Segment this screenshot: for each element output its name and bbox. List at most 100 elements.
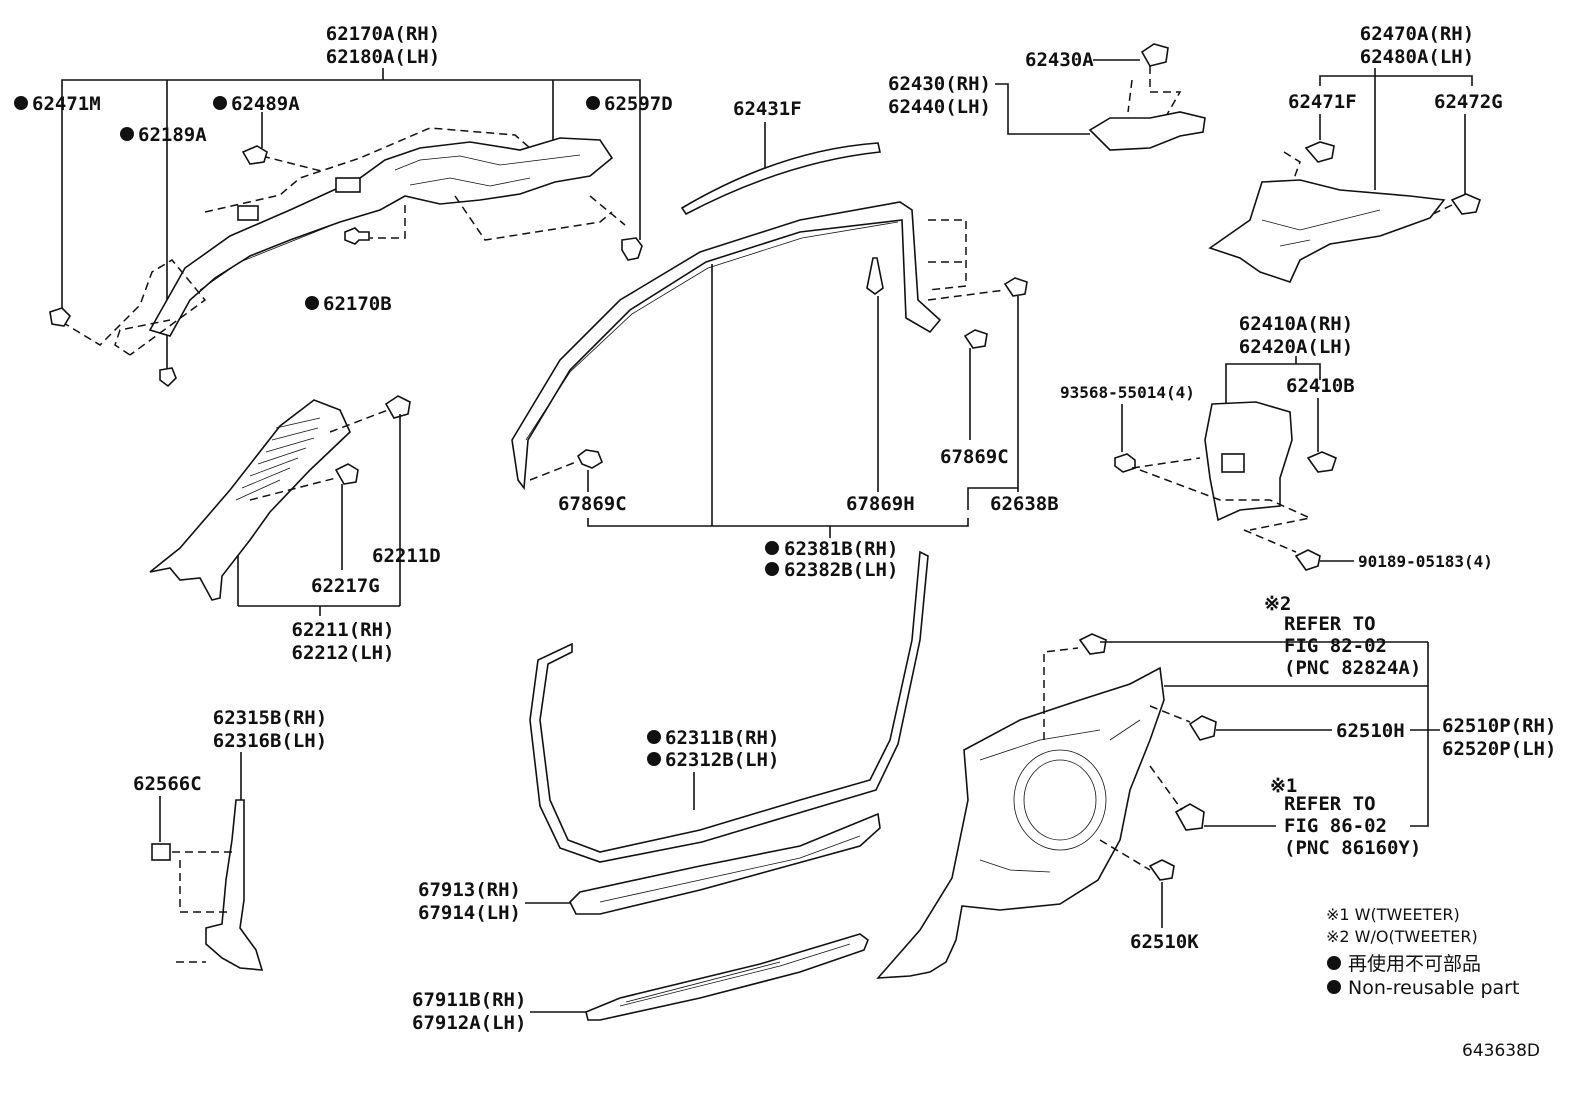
62211-group: 62211D 62217G 62211(RH) 62212(LH) <box>149 395 441 664</box>
62311B-group: 62311B(RH) 62312B(LH) <box>529 550 929 863</box>
nonreusable-dot-icon <box>305 296 319 310</box>
tweeter-icon <box>1174 803 1205 831</box>
label-62410A[interactable]: 62410A(RH) <box>1239 313 1353 335</box>
roof-side-garnish-part <box>148 137 614 337</box>
label-62597D[interactable]: 62597D <box>604 93 673 115</box>
label-62382B[interactable]: 62382B(LH) <box>784 559 898 581</box>
label-62430A[interactable]: 62430A <box>1025 49 1094 71</box>
label-62381B[interactable]: 62381B(RH) <box>784 538 898 560</box>
label-62316B[interactable]: 62316B(LH) <box>213 730 327 752</box>
62430-bracket-part <box>1088 111 1206 151</box>
clip-seat <box>335 177 361 193</box>
door-weatherstrip-part <box>529 550 929 863</box>
ref1-line3[interactable]: (PNC 86160Y) <box>1284 837 1421 859</box>
label-67914[interactable]: 67914(LH) <box>418 902 521 924</box>
nonreusable-dot-icon <box>765 541 779 555</box>
67913-scuff-plate-part <box>569 812 881 915</box>
label-62638B[interactable]: 62638B <box>990 493 1059 515</box>
clip-62510K-icon <box>1148 859 1175 881</box>
clip-62597D-icon <box>621 237 643 261</box>
62470A-trim-part <box>1208 179 1446 283</box>
label-62431F[interactable]: 62431F <box>733 98 802 120</box>
label-93568-55014[interactable]: 93568-55014(4) <box>1060 383 1195 402</box>
label-62430[interactable]: 62430(RH) <box>888 73 991 95</box>
ref2-mark: ※2 <box>1264 593 1291 615</box>
label-67869C-a[interactable]: 67869C <box>558 493 627 515</box>
label-62170A[interactable]: 62170A(RH) <box>326 23 440 45</box>
label-62520P[interactable]: 62520P(LH) <box>1442 738 1556 760</box>
label-67869H[interactable]: 67869H <box>846 493 915 515</box>
label-62420A[interactable]: 62420A(LH) <box>1239 336 1353 358</box>
62430-group: 62430A 62430(RH) 62440(LH) <box>888 43 1206 151</box>
label-62510H[interactable]: 62510H <box>1336 720 1405 742</box>
nonreusable-dot-icon <box>14 96 28 110</box>
label-67869C-b[interactable]: 67869C <box>940 446 1009 468</box>
ref2-line3[interactable]: (PNC 82824A) <box>1284 657 1421 679</box>
label-62510P[interactable]: 62510P(RH) <box>1442 715 1556 737</box>
legend-nonreusable-jp: 再使用不可部品 <box>1348 953 1481 975</box>
clip-67869C-upper-icon <box>963 329 988 349</box>
clip-62211D-icon <box>384 395 411 419</box>
label-62471F[interactable]: 62471F <box>1288 91 1357 113</box>
legend-note-1: ※1 W(TWEETER) <box>1326 905 1460 924</box>
nut-90189-icon <box>1294 549 1321 571</box>
62381B-weatherstrip-part <box>511 201 942 491</box>
nonreusable-dot-icon <box>213 96 227 110</box>
label-62312B[interactable]: 62312B(LH) <box>665 749 779 771</box>
nonreusable-dot-icon <box>1327 956 1341 970</box>
62381B-group: 67869C 67869H 67869C 62638B 62381B(RH) 6… <box>511 201 1059 581</box>
ref1-line1[interactable]: REFER TO <box>1284 793 1376 815</box>
label-62566C[interactable]: 62566C <box>133 773 202 795</box>
label-62472G[interactable]: 62472G <box>1434 91 1503 113</box>
label-62211[interactable]: 62211(RH) <box>292 619 395 641</box>
label-62170B[interactable]: 62170B <box>323 293 392 315</box>
screw-93568-icon <box>1114 453 1136 473</box>
label-62211D[interactable]: 62211D <box>372 545 441 567</box>
nonreusable-dot-icon <box>647 752 661 766</box>
62410A-group: 62410A(RH) 62420A(LH) 93568-55014(4) 624… <box>1060 313 1493 571</box>
label-62180A[interactable]: 62180A(LH) <box>326 46 440 68</box>
label-62311B[interactable]: 62311B(RH) <box>665 727 779 749</box>
label-62189A[interactable]: 62189A <box>138 124 207 146</box>
label-62440[interactable]: 62440(LH) <box>888 96 991 118</box>
label-62510K[interactable]: 62510K <box>1130 931 1199 953</box>
clip-62638B-icon <box>1003 277 1028 297</box>
trim-pocket <box>1221 453 1245 473</box>
67911B-door-sill-part <box>585 933 869 1021</box>
label-62471M[interactable]: 62471M <box>32 93 101 115</box>
nonreusable-dot-icon <box>647 730 661 744</box>
62470A-group: 62470A(RH) 62480A(LH) 62471F 62472G <box>1208 23 1503 283</box>
nonreusable-dot-icon <box>1327 980 1341 994</box>
legend: ※1 W(TWEETER) ※2 W/O(TWEETER) 再使用不可部品 No… <box>1326 905 1519 999</box>
nonreusable-dot-icon <box>765 562 779 576</box>
nonreusable-dot-icon <box>586 96 600 110</box>
label-62480A[interactable]: 62480A(LH) <box>1360 46 1474 68</box>
nonreusable-dot-icon <box>120 127 134 141</box>
ref1-line2[interactable]: FIG 86-02 <box>1284 815 1387 837</box>
b-pillar-lower-part <box>205 799 264 971</box>
ref2-line2[interactable]: FIG 82-02 <box>1284 635 1387 657</box>
label-62470A[interactable]: 62470A(RH) <box>1360 23 1474 45</box>
scuff-plate-group: 67913(RH) 67914(LH) 67911B(RH) 67912A(LH… <box>412 812 881 1034</box>
label-62212[interactable]: 62212(LH) <box>292 642 395 664</box>
label-90189-05183[interactable]: 90189-05183(4) <box>1358 552 1493 571</box>
screw-62170B-icon <box>344 227 370 245</box>
clip-62430A-icon <box>1140 43 1169 67</box>
clip-62489A-icon <box>241 145 268 165</box>
quarter-trim-part <box>876 666 1165 979</box>
label-62489A[interactable]: 62489A <box>231 93 300 115</box>
label-62410B[interactable]: 62410B <box>1286 375 1355 397</box>
62431F-part <box>680 142 881 216</box>
label-62217G[interactable]: 62217G <box>311 575 380 597</box>
label-67911B[interactable]: 67911B(RH) <box>412 989 526 1011</box>
label-62315B[interactable]: 62315B(RH) <box>213 707 327 729</box>
label-67913[interactable]: 67913(RH) <box>418 879 521 901</box>
62510P-group: 62510H 62510P(RH) 62520P(LH) 62510K ※2 R… <box>876 593 1556 979</box>
ref2-line1[interactable]: REFER TO <box>1284 613 1376 635</box>
label-67912A[interactable]: 67912A(LH) <box>412 1012 526 1034</box>
clip-seat <box>237 205 259 221</box>
diagram-code: 643638D <box>1462 1041 1540 1061</box>
clip-62410B-icon <box>1306 451 1337 473</box>
